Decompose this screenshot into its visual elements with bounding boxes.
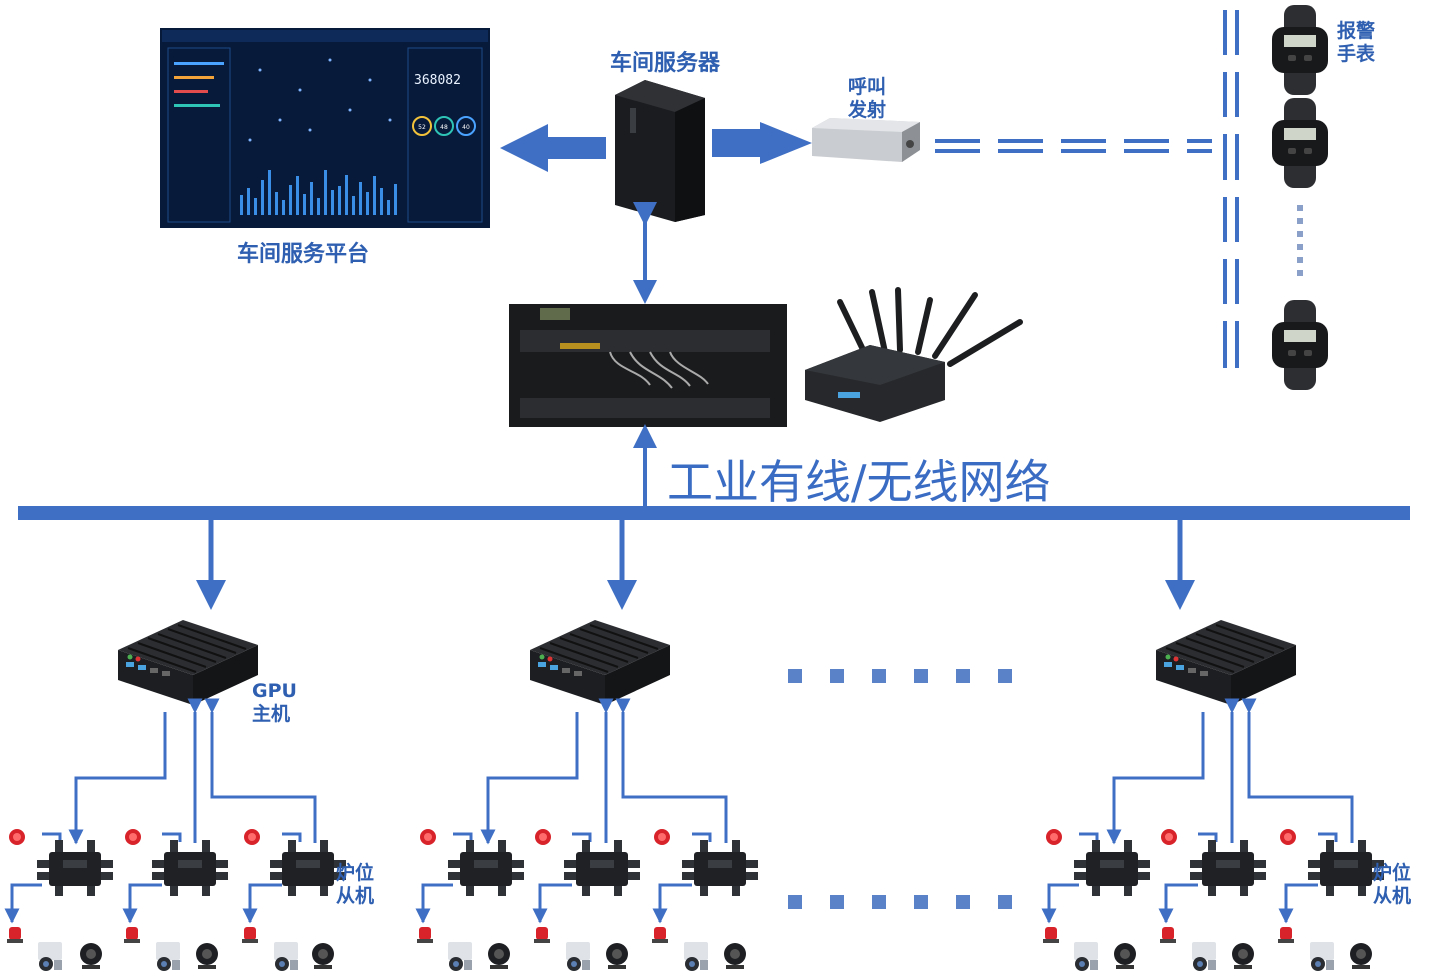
- furnace-station-group: [417, 829, 758, 971]
- webcam-icon: [196, 943, 218, 969]
- dashboard-counter: 368082: [414, 73, 461, 88]
- network-bus: [18, 506, 1410, 520]
- beacon-light-icon: [1278, 927, 1294, 943]
- alarm-watch-icon: [1272, 300, 1328, 390]
- camera-icon: [566, 942, 590, 971]
- camera-icon: [448, 942, 472, 971]
- host-wiring: [4, 698, 317, 924]
- alarm-light-icon: [125, 829, 141, 845]
- alarm-watch-label: 报警 手表: [1337, 20, 1376, 65]
- junction-box-icon: [270, 840, 346, 896]
- dashboard-bar-chart: [240, 170, 397, 215]
- camera-icon: [156, 942, 180, 971]
- junction-box-icon: [564, 840, 640, 896]
- alarm-watch-icon: [1272, 98, 1328, 188]
- beacon-light-icon: [124, 927, 140, 943]
- server-label: 车间服务器: [610, 51, 721, 76]
- bus-drop: [196, 520, 1195, 610]
- beacon-light-icon: [242, 927, 258, 943]
- webcam-icon: [312, 943, 334, 969]
- alarm-light-icon: [654, 829, 670, 845]
- webcam-icon: [724, 943, 746, 969]
- beacon-light-icon: [417, 927, 433, 943]
- junction-box-icon: [37, 840, 113, 896]
- junction-box-icon: [152, 840, 228, 896]
- camera-icon: [1310, 942, 1334, 971]
- wireless-trunk: [1223, 10, 1239, 368]
- service-platform-dashboard: 368082 52 48 40: [160, 28, 490, 228]
- furnace-station-group: [7, 829, 346, 971]
- platform-label: 车间服务平台: [237, 242, 370, 267]
- alarm-light-icon: [420, 829, 436, 845]
- beacon-light-icon: [1043, 927, 1059, 943]
- gpu-host-icon: [1155, 619, 1297, 706]
- gauge-value: 52: [418, 124, 426, 131]
- host-wiring: [415, 698, 728, 924]
- network-label: 工业有线/无线网络: [667, 455, 1051, 509]
- gpu-host-label: GPU 主机: [252, 680, 297, 725]
- camera-icon: [38, 942, 62, 971]
- call-transmitter-label: 呼叫 发射: [848, 76, 887, 121]
- host-wiring: [1041, 698, 1354, 924]
- webcam-icon: [80, 943, 102, 969]
- beacon-light-icon: [652, 927, 668, 943]
- gauge-value: 48: [440, 124, 448, 131]
- furnace-slave-label: 炉位 从机: [1373, 862, 1412, 907]
- watch-ellipsis: [1297, 205, 1303, 276]
- alarm-watch-icon: [1272, 5, 1328, 95]
- beacon-light-icon: [1160, 927, 1176, 943]
- alarm-light-icon: [9, 829, 25, 845]
- server-to-transmitter-arrow: [712, 122, 812, 164]
- gpu-host-icon: [117, 619, 259, 706]
- beacon-light-icon: [534, 927, 550, 943]
- call-transmitter: [812, 118, 920, 162]
- workshop-server: [615, 80, 705, 222]
- network-rack: [509, 304, 787, 427]
- junction-box-icon: [1190, 840, 1266, 896]
- gpu-host-icon: [529, 619, 671, 706]
- dashboard-progress-bars: [174, 62, 224, 107]
- dashboard-left-panel: [167, 47, 483, 223]
- camera-icon: [684, 942, 708, 971]
- alarm-light-icon: [1161, 829, 1177, 845]
- furnace-station-group: [1043, 829, 1384, 971]
- camera-icon: [274, 942, 298, 971]
- server-to-platform-arrow: [500, 124, 606, 172]
- dashboard-gauges: [412, 116, 476, 136]
- alarm-light-icon: [535, 829, 551, 845]
- furnace-slave-label: 炉位 从机: [336, 862, 375, 907]
- junction-box-icon: [448, 840, 524, 896]
- dashboard-star-map: [248, 58, 392, 142]
- webcam-icon: [1350, 943, 1372, 969]
- webcam-icon: [606, 943, 628, 969]
- wireless-gateway: [805, 287, 1023, 422]
- junction-box-icon: [1074, 840, 1150, 896]
- gauge-value: 40: [462, 124, 470, 131]
- alarm-light-icon: [244, 829, 260, 845]
- junction-box-icon: [682, 840, 758, 896]
- camera-icon: [1074, 942, 1098, 971]
- webcam-icon: [1232, 943, 1254, 969]
- wireless-link: [935, 139, 1212, 153]
- webcam-icon: [488, 943, 510, 969]
- camera-icon: [1192, 942, 1216, 971]
- alarm-light-icon: [1046, 829, 1062, 845]
- beacon-light-icon: [7, 927, 23, 943]
- webcam-icon: [1114, 943, 1136, 969]
- alarm-light-icon: [1280, 829, 1296, 845]
